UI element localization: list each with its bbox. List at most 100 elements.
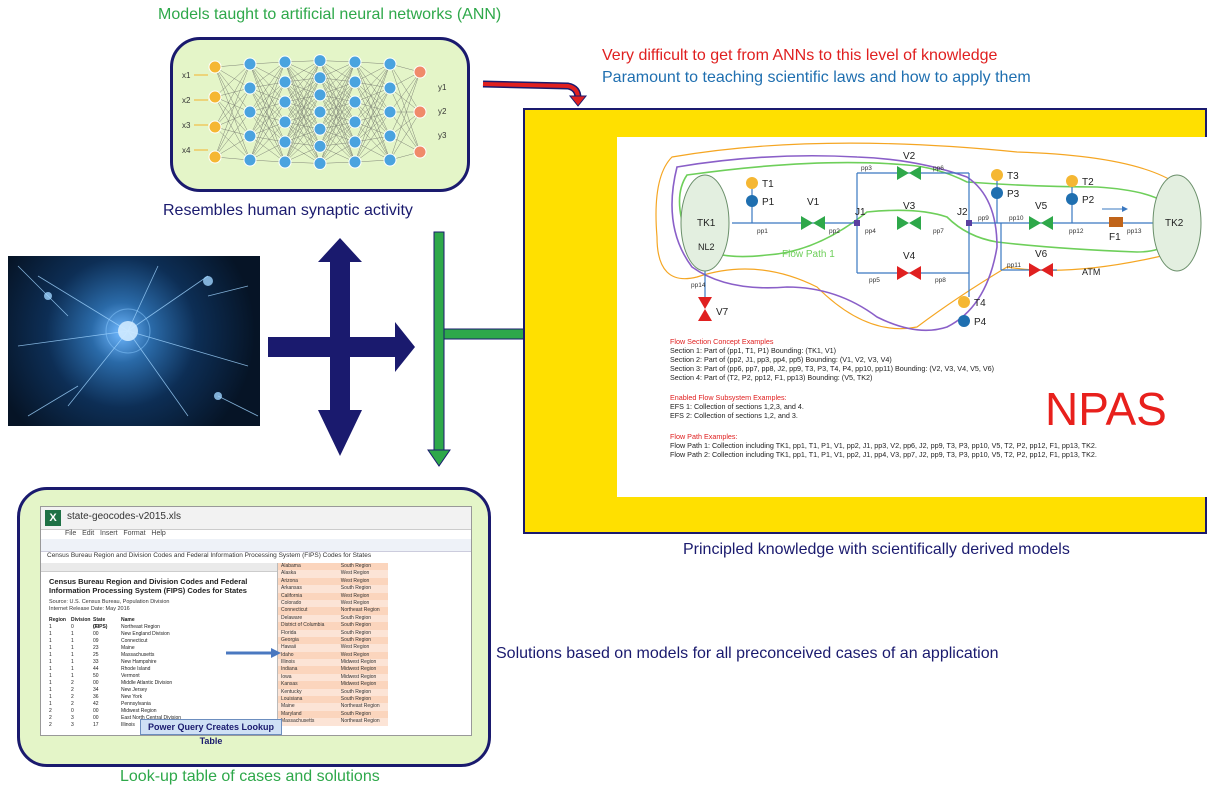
ann-neuron <box>383 57 397 71</box>
ann-neuron <box>278 75 292 89</box>
ann-connection <box>319 111 356 143</box>
table-cell: Indiana <box>281 666 298 673</box>
flow-section-line: Section 4: Part of (T2, P2, pp12, F1, pp… <box>670 373 873 382</box>
table-cell: West Region <box>340 644 370 651</box>
efs-line: EFS 2: Collection of sections 1,2, and 3… <box>670 411 798 420</box>
ann-neuron <box>348 95 362 109</box>
pipe-label: pp8 <box>935 277 946 284</box>
temp-sensor <box>991 169 1003 181</box>
ann-connection <box>249 61 286 161</box>
table-cell: 23 <box>93 645 99 651</box>
ann-neuron <box>413 65 427 79</box>
ann-neuron <box>383 105 397 119</box>
table-cell: Division <box>71 617 91 623</box>
label: T2 <box>1082 177 1094 188</box>
ann-connection <box>284 111 321 143</box>
excel-logo-icon: X <box>45 510 61 526</box>
ann-connection <box>319 111 356 163</box>
power-query-button[interactable]: Power Query Creates Lookup Table <box>140 719 282 746</box>
table-cell: South Region <box>340 696 372 703</box>
ann-connection <box>319 61 356 147</box>
table-cell: 1 <box>49 666 52 672</box>
table-cell: 2 <box>71 694 74 700</box>
table-cell: Rhode Island <box>121 666 151 672</box>
label: P2 <box>1082 195 1095 206</box>
ann-neuron <box>278 95 292 109</box>
table-cell: 1 <box>49 659 52 665</box>
excel-release: Internet Release Date: May 2016 <box>49 606 130 612</box>
table-cell: Arizona <box>281 577 298 584</box>
ann-output-label: y1 <box>438 83 447 92</box>
table-cell: 1 <box>71 631 74 637</box>
ann-connection <box>249 111 286 143</box>
efs-heading: Enabled Flow Subsystem Examples: <box>670 393 787 402</box>
table-cell: 1 <box>71 673 74 679</box>
table-cell: South Region <box>340 688 372 695</box>
table-cell: 2 <box>49 708 52 714</box>
ann-connection <box>354 87 391 143</box>
ann-connection <box>354 63 391 103</box>
ann-connection <box>214 63 251 128</box>
ann-input-label: x1 <box>182 71 191 80</box>
ann-connection <box>214 66 251 89</box>
valve-icon <box>897 216 921 230</box>
table-cell: 1 <box>49 631 52 637</box>
label: J2 <box>957 207 968 218</box>
table-cell: Pennsylvania <box>121 701 151 707</box>
table-cell: 00 <box>93 631 99 637</box>
ann-neuron <box>278 155 292 169</box>
table-cell: Northeast Region <box>340 703 380 710</box>
ann-connection <box>319 94 356 143</box>
table-cell: 1 <box>49 624 52 630</box>
ann-connection <box>389 63 421 113</box>
table-cell: Kentucky <box>281 688 302 695</box>
ann-neuron <box>208 150 222 164</box>
pipe-label: pp12 <box>1069 228 1084 235</box>
menu-item[interactable]: Insert <box>100 530 118 537</box>
ann-connection <box>284 121 321 147</box>
ann-connection <box>214 96 251 161</box>
menu-item[interactable]: Edit <box>82 530 95 537</box>
table-cell: 44 <box>93 666 99 672</box>
menu-item[interactable]: Help <box>151 530 166 537</box>
ann-neuron <box>383 129 397 143</box>
ann-connection <box>249 61 286 113</box>
excel-banner: Census Bureau Region and Division Codes … <box>47 552 372 559</box>
ann-connection <box>214 96 251 137</box>
label: V2 <box>903 151 916 162</box>
label: V6 <box>1035 249 1048 260</box>
table-cell: State (FIPS) <box>93 617 108 630</box>
table-cell: 0 <box>71 708 74 714</box>
label: V5 <box>1035 201 1048 212</box>
ann-connection <box>389 71 421 137</box>
ann-neuron <box>313 156 327 170</box>
pipe-label: pp7 <box>933 228 944 235</box>
junction-j2 <box>966 220 972 226</box>
menu-item[interactable]: File <box>65 530 77 537</box>
ann-connection <box>249 101 286 161</box>
table-cell: 36 <box>93 694 99 700</box>
menu-item[interactable]: Format <box>123 530 146 537</box>
ann-connection <box>354 87 391 123</box>
table-cell: Massachusetts <box>281 718 315 725</box>
ann-connection <box>214 66 251 137</box>
ann-neuron <box>313 54 327 68</box>
ann-neuron <box>208 90 222 104</box>
ann-connection <box>354 111 391 163</box>
ann-connection <box>354 81 391 113</box>
ann-connection <box>284 77 321 143</box>
difficult-caption: Very difficult to get from ANNs to this … <box>602 47 998 64</box>
ann-neuron <box>348 55 362 69</box>
table-cell: 1 <box>49 673 52 679</box>
ann-neuron <box>313 71 327 85</box>
